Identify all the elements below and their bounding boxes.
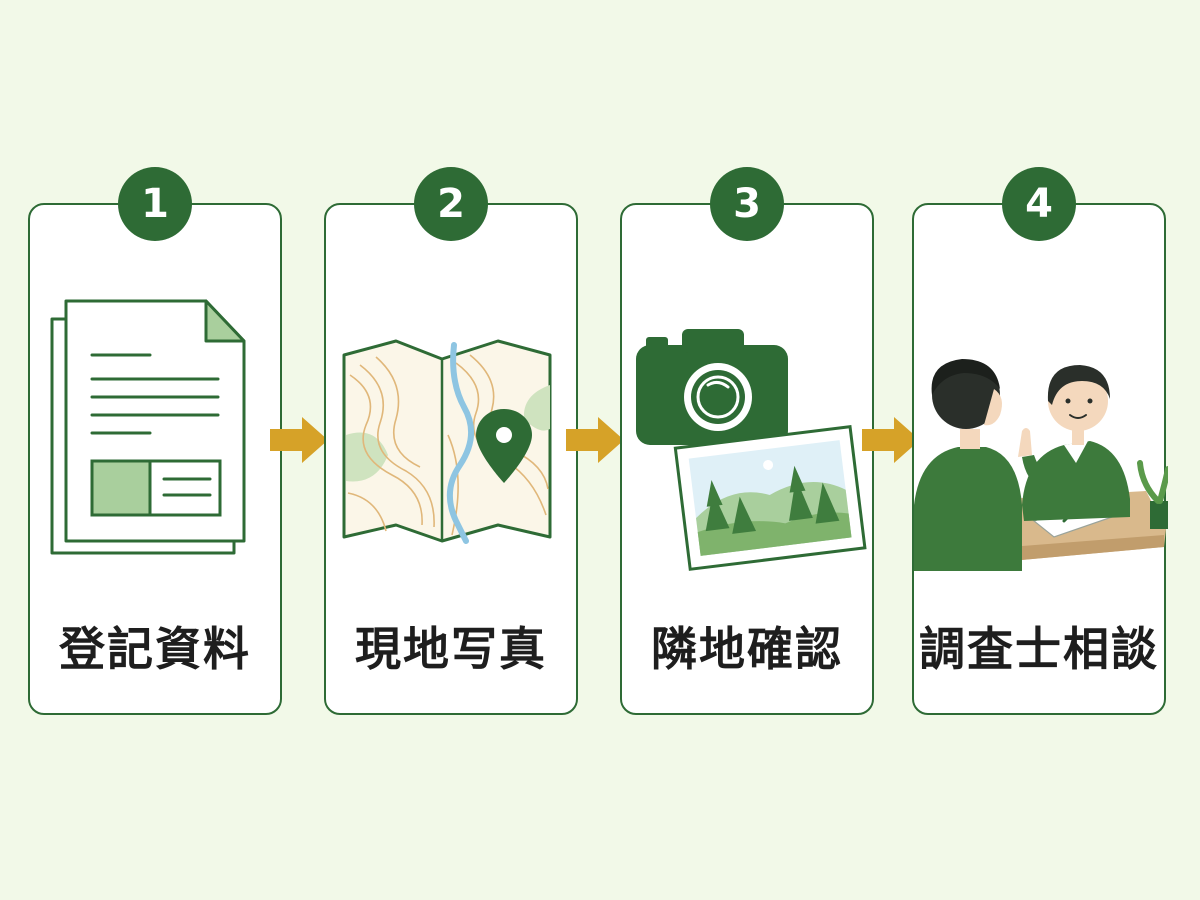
step-card-3: 3 — [620, 167, 876, 715]
step-label: 調査士相談 — [919, 622, 1159, 676]
step-label: 現地写真 — [355, 622, 547, 676]
arrow-right-icon — [860, 415, 922, 465]
arrow-right-icon — [564, 415, 626, 465]
step-number-badge: 2 — [414, 167, 488, 241]
step-label: 隣地確認 — [651, 622, 843, 676]
camera-photo-icon — [622, 285, 876, 585]
step-card-2: 2 — [324, 167, 580, 715]
step-label: 登記資料 — [59, 622, 251, 676]
arrow-right-icon — [268, 415, 330, 465]
step-number-badge: 4 — [1002, 167, 1076, 241]
registry-document-icon — [30, 285, 284, 585]
consultation-icon — [914, 285, 1168, 585]
step-card-4: 4 — [912, 167, 1168, 715]
step-number-badge: 1 — [118, 167, 192, 241]
step-card-1: 1 登記資料 — [28, 167, 284, 715]
topographic-map-icon — [326, 285, 580, 585]
step-number-badge: 3 — [710, 167, 784, 241]
